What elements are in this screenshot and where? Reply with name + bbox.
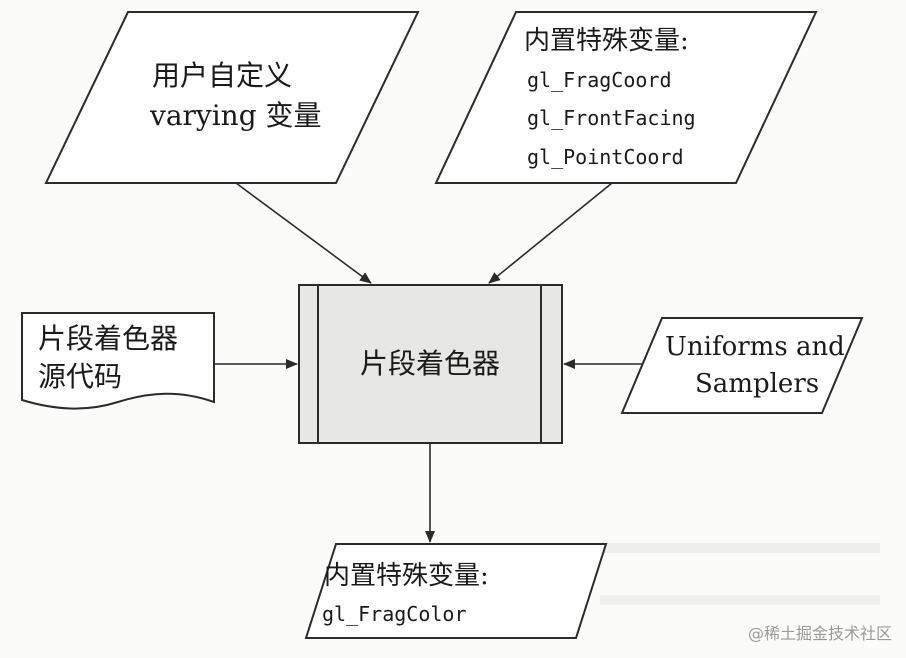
uniforms-samplers-node: [620, 317, 864, 414]
builtin-inputs-node: [434, 11, 818, 184]
fragment-source-line1: 片段着色器: [38, 322, 179, 355]
builtin-input-item: gl_PointCoord: [527, 145, 684, 169]
user-varying-line1: 用户自定义: [152, 59, 293, 92]
builtin-input-item: gl_FragCoord: [527, 68, 672, 92]
arrow-varying-to-shader: [235, 182, 372, 284]
builtin-output-node: [304, 543, 608, 639]
background-bleed: [560, 543, 880, 605]
user-varying-line2: varying 变量: [150, 99, 322, 132]
builtin-input-item: gl_FrontFacing: [527, 106, 696, 130]
fragment-source-line2: 源代码: [38, 360, 123, 393]
watermark: @稀土掘金技术社区: [747, 624, 892, 643]
builtin-inputs-title: 内置特殊变量:: [524, 26, 689, 56]
arrow-builtin-to-shader: [488, 182, 613, 284]
builtin-output-item: gl_FragColor: [322, 602, 467, 626]
fragment-shader-label: 片段着色器: [360, 347, 501, 380]
builtin-output-title: 内置特殊变量:: [324, 561, 489, 591]
fragment-source-node: [21, 312, 215, 410]
uniforms-samplers-line2: Samplers: [695, 369, 820, 399]
user-varying-node: [44, 11, 420, 184]
uniforms-samplers-line1: Uniforms and: [665, 332, 845, 362]
fragment-shader-node: [298, 284, 563, 444]
